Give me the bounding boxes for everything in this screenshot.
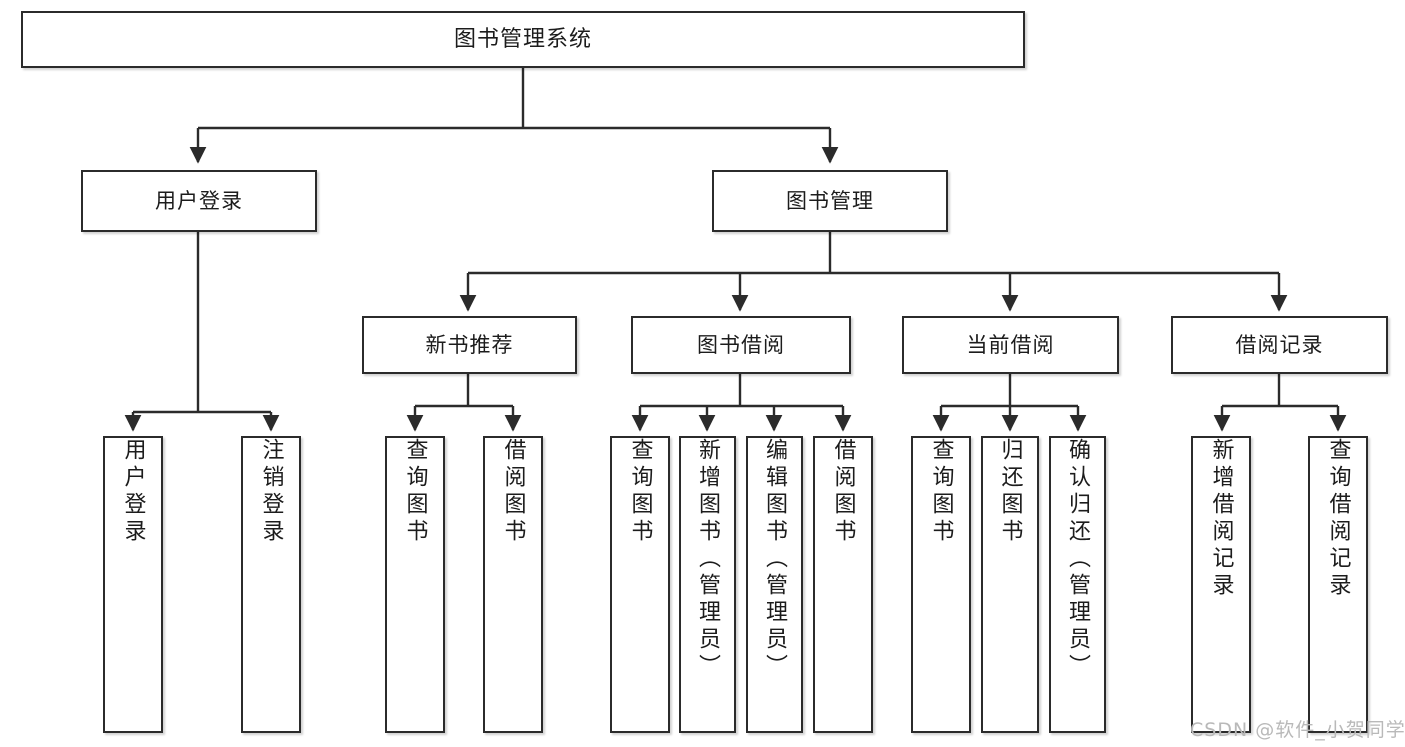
leaf-user-login[interactable]: 用户登录 (103, 436, 163, 733)
node-label: 编辑图书（管理员） (762, 438, 788, 681)
leaf-borrow-borrow-book[interactable]: 借阅图书 (813, 436, 873, 733)
node-label: 查询借阅记录 (1325, 438, 1351, 600)
node-label: 借阅图书 (500, 438, 526, 546)
node-label: 确认归还（管理员） (1065, 438, 1091, 681)
node-user-login[interactable]: 用户登录 (81, 170, 317, 232)
node-new-book-recommend[interactable]: 新书推荐 (362, 316, 577, 374)
node-label: 用户登录 (120, 438, 146, 546)
node-label: 查询图书 (627, 438, 653, 546)
node-root-system[interactable]: 图书管理系统 (21, 11, 1025, 68)
leaf-user-logout[interactable]: 注销登录 (241, 436, 301, 733)
node-label: 注销登录 (258, 438, 284, 546)
node-current-borrow[interactable]: 当前借阅 (902, 316, 1119, 374)
leaf-borrow-edit-book[interactable]: 编辑图书（管理员） (746, 436, 803, 733)
leaf-record-query-record[interactable]: 查询借阅记录 (1308, 436, 1368, 733)
leaf-borrow-query-book[interactable]: 查询图书 (610, 436, 670, 733)
node-label: 新增图书（管理员） (695, 438, 721, 681)
node-book-borrow[interactable]: 图书借阅 (631, 316, 851, 374)
node-label: 新书推荐 (425, 332, 514, 357)
node-label: 图书管理系统 (453, 26, 592, 52)
node-borrow-record[interactable]: 借阅记录 (1171, 316, 1388, 374)
node-label: 用户登录 (155, 188, 243, 213)
leaf-borrow-add-book[interactable]: 新增图书（管理员） (679, 436, 736, 733)
node-label: 归还图书 (997, 438, 1023, 546)
node-label: 图书借阅 (697, 332, 785, 357)
leaf-recommend-borrow-book[interactable]: 借阅图书 (483, 436, 543, 733)
node-book-management[interactable]: 图书管理 (712, 170, 948, 232)
node-label: 查询图书 (402, 438, 428, 546)
node-label: 当前借阅 (966, 332, 1055, 357)
node-label: 新增借阅记录 (1208, 438, 1234, 600)
leaf-current-confirm-return[interactable]: 确认归还（管理员） (1049, 436, 1106, 733)
watermark-text: CSDN @软件_小贺同学 (1190, 719, 1405, 741)
leaf-record-add-record[interactable]: 新增借阅记录 (1191, 436, 1251, 733)
node-label: 图书管理 (786, 188, 874, 213)
node-label: 查询图书 (928, 438, 954, 546)
leaf-current-return-book[interactable]: 归还图书 (981, 436, 1039, 733)
node-label: 借阅记录 (1235, 332, 1324, 357)
leaf-recommend-query-book[interactable]: 查询图书 (385, 436, 445, 733)
leaf-current-query-book[interactable]: 查询图书 (911, 436, 971, 733)
node-label: 借阅图书 (830, 438, 856, 546)
csdn-watermark: CSDN @软件_小贺同学 (1190, 715, 1405, 742)
